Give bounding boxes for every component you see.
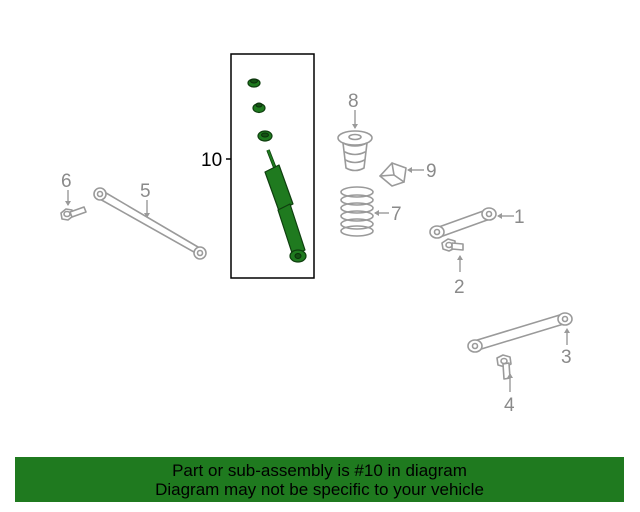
callout-9[interactable]: 9	[426, 161, 437, 182]
part-6-bolt[interactable]	[60, 206, 87, 221]
callout-5[interactable]: 5	[140, 181, 151, 202]
banner-line-1: Part or sub-assembly is #10 in diagram	[172, 460, 467, 480]
part-8-bump-stop[interactable]	[337, 130, 373, 172]
callout-2-arrow	[457, 255, 463, 260]
info-banner: Part or sub-assembly is #10 in diagram D…	[15, 457, 624, 502]
callout-7[interactable]: 7	[391, 204, 402, 225]
part-7-coil-spring[interactable]	[340, 186, 374, 237]
callout-5-arrow	[144, 213, 150, 218]
callout-6[interactable]: 6	[61, 171, 72, 192]
part-1-upper-control-arm[interactable]	[429, 207, 497, 239]
part-2-bolt[interactable]	[441, 238, 464, 252]
shock-nut-middle[interactable]	[252, 102, 266, 114]
shock-nut-top[interactable]	[247, 78, 261, 88]
callout-6-arrow	[65, 201, 71, 206]
callout-1[interactable]: 1	[514, 207, 525, 228]
shock-absorber[interactable]	[264, 149, 307, 263]
callout-9-arrow	[407, 167, 412, 173]
part-9-insulator[interactable]	[379, 162, 407, 187]
callout-1-arrow	[497, 213, 502, 219]
callout-7-arrow	[374, 210, 379, 216]
shock-bushing[interactable]	[257, 130, 273, 142]
callout-4[interactable]: 4	[504, 395, 515, 416]
banner-line-2: Diagram may not be specific to your vehi…	[155, 479, 484, 499]
callout-8-arrow	[352, 124, 358, 129]
callout-8[interactable]: 8	[348, 91, 359, 112]
callout-3[interactable]: 3	[561, 347, 572, 368]
callout-2[interactable]: 2	[454, 277, 465, 298]
callout-10[interactable]: 10	[201, 150, 222, 171]
callout-4-arrow	[507, 373, 513, 378]
part-3-lower-control-arm[interactable]	[467, 312, 573, 353]
highlight-box[interactable]	[230, 53, 315, 279]
part-5-lateral-rod[interactable]	[93, 187, 207, 260]
callout-3-arrow	[564, 328, 570, 333]
